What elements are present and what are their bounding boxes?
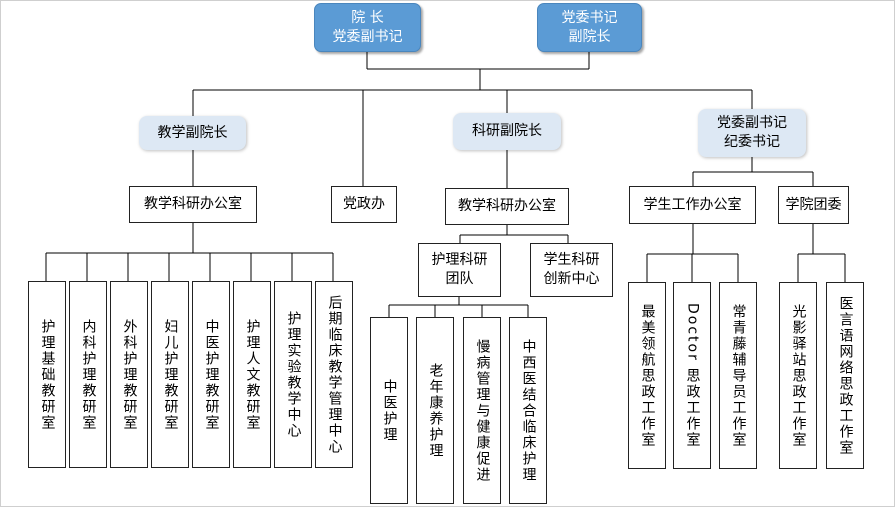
research-unit-label: 慢病管理与健康促进 — [474, 338, 491, 483]
office-label: 教学科研办公室 — [458, 198, 556, 215]
student-unit-label: Doctor 思政工作室 — [684, 302, 701, 449]
deputy-party-secretary-node: 党委副书记 纪委书记 — [698, 109, 806, 157]
research-unit-label: 中医护理 — [381, 378, 398, 443]
student-innovation-center: 学生科研 创新中心 — [530, 243, 613, 297]
student-affairs-office: 学生工作办公室 — [629, 186, 756, 224]
office-teaching-research-mid: 教学科研办公室 — [445, 188, 569, 225]
party-admin-office: 党政办 — [331, 186, 397, 223]
deputy-party-secretary-label: 党委副书记 纪委书记 — [717, 115, 787, 150]
teaching-unit-label: 中医护理教研室 — [203, 318, 220, 431]
student-unit: 常青藤辅导员工作室 — [719, 282, 757, 469]
office-label: 护理科研 团队 — [431, 252, 488, 287]
research-unit-label: 中西医结合临床护理 — [520, 338, 537, 483]
teaching-unit: 护理基础教研室 — [28, 281, 66, 468]
league-unit-label: 光影驿站思政工作室 — [790, 303, 807, 448]
student-unit: 最美领航思政工作室 — [628, 282, 666, 469]
teaching-unit: 外科护理教研室 — [110, 281, 148, 468]
teaching-unit-label: 妇儿护理教研室 — [162, 318, 179, 431]
teaching-unit: 护理实验教学中心 — [274, 281, 312, 468]
league-unit: 医言语网络思政工作室 — [826, 282, 864, 469]
teaching-unit-label: 内科护理教研室 — [80, 318, 97, 431]
research-unit: 中医护理 — [370, 317, 408, 504]
league-unit: 光影驿站思政工作室 — [779, 282, 817, 469]
president-node: 院 长 党委副书记 — [314, 3, 421, 52]
president-label: 院 长 党委副书记 — [332, 9, 403, 45]
research-unit: 老年康养护理 — [416, 317, 454, 504]
research-unit: 慢病管理与健康促进 — [463, 317, 501, 504]
student-unit-label: 常青藤辅导员工作室 — [730, 303, 747, 448]
student-unit-label: 最美领航思政工作室 — [639, 303, 656, 448]
vp-research-label: 科研副院长 — [472, 123, 542, 140]
teaching-unit-label: 护理实验教学中心 — [285, 310, 302, 439]
teaching-unit: 后期临床教学管理中心 — [315, 281, 353, 468]
teaching-unit: 内科护理教研室 — [69, 281, 107, 468]
nursing-research-team: 护理科研 团队 — [418, 243, 501, 297]
teaching-unit-label: 外科护理教研室 — [121, 318, 138, 431]
office-label: 学院团委 — [785, 196, 842, 213]
office-label: 学生工作办公室 — [643, 196, 742, 213]
vp-teaching-label: 教学副院长 — [157, 124, 228, 141]
teaching-unit-label: 护理人文教研室 — [244, 318, 261, 431]
teaching-unit-label: 护理基础教研室 — [39, 318, 56, 431]
party-secretary-node: 党委书记 副院长 — [537, 3, 642, 52]
teaching-unit: 中医护理教研室 — [192, 281, 230, 468]
party-secretary-label: 党委书记 副院长 — [561, 9, 618, 45]
teaching-unit-label: 后期临床教学管理中心 — [326, 294, 343, 455]
office-teaching-research-left: 教学科研办公室 — [129, 186, 257, 223]
office-label: 党政办 — [343, 196, 385, 213]
office-label: 学生科研 创新中心 — [543, 252, 600, 287]
vp-teaching-node: 教学副院长 — [139, 116, 246, 150]
research-unit: 中西医结合临床护理 — [509, 317, 547, 504]
office-label: 教学科研办公室 — [144, 196, 242, 213]
student-unit: Doctor 思政工作室 — [673, 282, 711, 469]
vp-research-node: 科研副院长 — [453, 113, 561, 150]
league-unit-label: 医言语网络思政工作室 — [837, 295, 854, 456]
teaching-unit: 妇儿护理教研室 — [151, 281, 189, 468]
teaching-unit: 护理人文教研室 — [233, 281, 271, 468]
research-unit-label: 老年康养护理 — [427, 362, 444, 459]
youth-league-office: 学院团委 — [778, 186, 849, 224]
